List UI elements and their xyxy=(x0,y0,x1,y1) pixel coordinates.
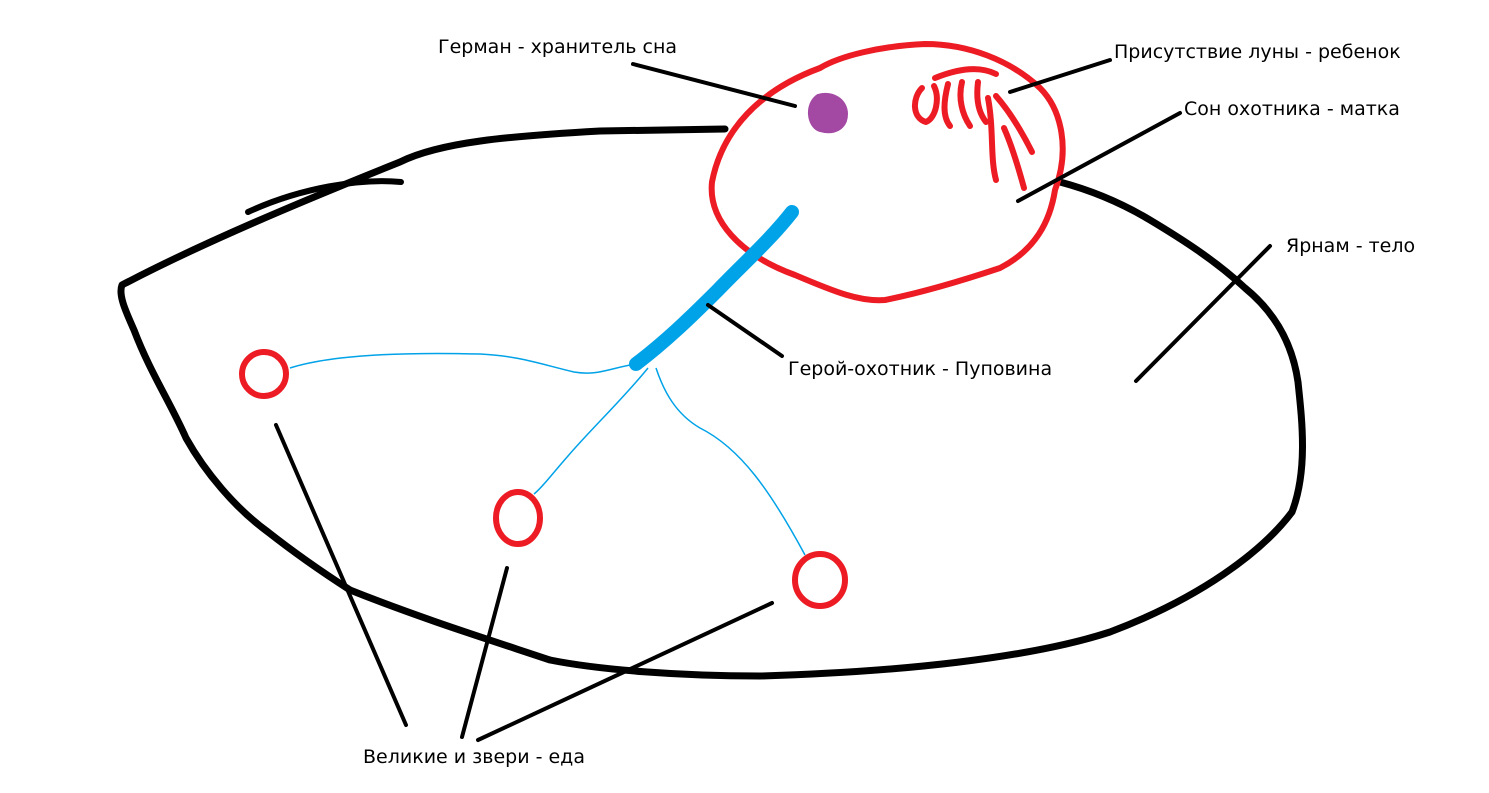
leader-line-hunter xyxy=(706,303,784,358)
moon-presence-figure xyxy=(912,66,1035,191)
yharnam-body-outline-stroke xyxy=(245,178,404,215)
label-hunters-dream: Сон охотника - матка xyxy=(1184,98,1400,120)
cord-branch-right xyxy=(655,367,806,556)
leader-line-great-one-2 xyxy=(460,566,509,739)
label-hunter: Герой-охотник - Пуповина xyxy=(788,358,1053,380)
yharnam-body-outline xyxy=(117,125,1306,680)
leader-line-german xyxy=(631,62,797,108)
great-one-circle-2 xyxy=(493,489,543,547)
label-moon-presence: Присутствие луны - ребенок xyxy=(1114,41,1401,63)
leader-line-dream xyxy=(1016,111,1182,203)
leader-line-yharnam xyxy=(1134,244,1272,383)
umbilical-cord-hunter xyxy=(629,205,799,371)
label-great-ones: Великие и звери - еда xyxy=(363,746,585,768)
gehrman-blob xyxy=(808,93,849,134)
cord-branch-left xyxy=(289,352,637,374)
label-gehrman: Герман - хранитель сна xyxy=(438,36,678,58)
cord-branch-middle xyxy=(533,367,649,495)
great-one-circle-1 xyxy=(239,349,289,399)
great-one-circle-3 xyxy=(792,551,848,609)
leader-line-great-one-3 xyxy=(476,601,774,742)
label-yharnam: Ярнам - тело xyxy=(1286,235,1416,257)
leader-line-moon xyxy=(1008,58,1112,94)
hunters-dream-womb xyxy=(708,41,1066,304)
leader-line-great-one-1 xyxy=(274,423,408,727)
